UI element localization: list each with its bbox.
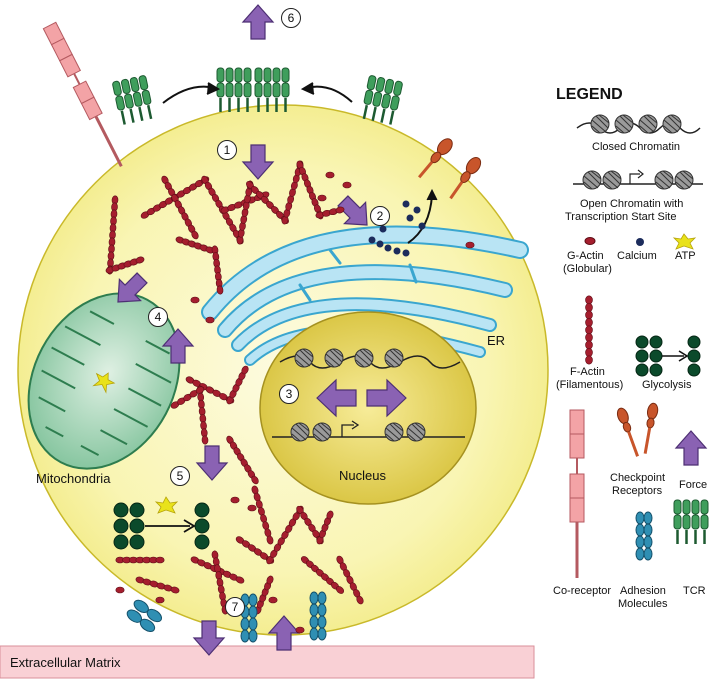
tcr-receptor-right	[359, 73, 405, 127]
g-actin-monomer	[295, 626, 305, 634]
g-actin-monomer	[155, 596, 165, 604]
chromatin-opening-arrows	[316, 378, 407, 418]
legend-open-chromatin-label-1: Open Chromatin with	[580, 198, 684, 210]
actin-bead	[335, 586, 345, 594]
step-marker-7: 7	[225, 597, 245, 617]
legend-f-actin-label-2: (Filamentous)	[556, 379, 624, 391]
checkpoint-receptors	[417, 138, 482, 200]
legend-force-label: Force	[679, 479, 708, 491]
legend-coreceptor-icon	[569, 409, 585, 578]
step-marker-5: 5	[170, 466, 190, 486]
f-actin-network	[105, 160, 475, 634]
legend-f-actin-label-1: F-Actin	[570, 366, 605, 378]
legend-atp-icon	[672, 233, 697, 250]
legend-actin-bead	[585, 295, 593, 305]
legend-actin-bead	[585, 340, 593, 350]
legend-adhesion-label-2: Molecules	[618, 598, 668, 610]
extracellular-matrix-label: Extracellular Matrix	[10, 655, 121, 670]
step-marker-1: 1	[217, 140, 237, 160]
step-marker-2: 2	[370, 206, 390, 226]
g-actin-monomer	[317, 194, 327, 202]
legend-glycolysis-icon	[635, 335, 701, 377]
step-marker-6: 6	[281, 8, 301, 28]
step-marker-3: 3	[279, 384, 299, 404]
actin-bead	[251, 475, 259, 485]
legend-g-actin-label-1: G-Actin	[567, 250, 604, 262]
actin-bead	[235, 576, 245, 584]
g-actin-monomer	[247, 504, 257, 512]
legend-adhesion-label-1: Adhesion	[620, 585, 666, 597]
legend-actin-bead	[585, 317, 593, 327]
g-actin-monomer	[115, 586, 125, 594]
open-chromatin-nucleus	[272, 420, 465, 442]
mitochondria-label: Mitochondria	[36, 471, 111, 486]
legend-title: LEGEND	[556, 86, 623, 103]
legend-actin-bead	[585, 302, 593, 312]
actin-bead	[191, 230, 199, 240]
actin-bead	[135, 256, 145, 264]
actin-bead	[241, 365, 249, 375]
legend-tcr-label: TCR	[683, 585, 706, 597]
g-actin-monomer	[465, 241, 475, 249]
clustering-arrows	[162, 82, 353, 104]
g-actin-monomer	[190, 296, 200, 304]
calcium-ions	[368, 200, 426, 257]
legend-open-chromatin-label-2: Transcription Start Site	[565, 211, 677, 223]
legend-g-actin-label-2: (Globular)	[563, 263, 612, 275]
extracellular-matrix	[0, 645, 535, 679]
coreceptor	[42, 21, 123, 167]
calcium-release-arrow	[407, 194, 433, 244]
er-label: ER	[487, 333, 506, 348]
actin-bead	[170, 586, 180, 594]
nucleus	[259, 311, 477, 505]
g-actin-monomer	[230, 496, 240, 504]
legend-checkpoint-label-1: Checkpoint	[610, 472, 666, 484]
legend-adhesion-icon	[635, 511, 653, 561]
legend-actin-bead	[585, 347, 593, 357]
actin-bead	[155, 556, 165, 564]
g-actin-monomer	[205, 316, 215, 324]
step-marker-4: 4	[148, 307, 168, 327]
legend-force-icon	[675, 430, 707, 466]
legend-open-chromatin-icon	[573, 169, 703, 190]
legend-tcr-icon	[672, 498, 710, 546]
legend-actin-bead	[585, 325, 593, 335]
tcr-receptor-left	[110, 73, 156, 127]
legend-calcium-label: Calcium	[617, 250, 657, 262]
legend-actin-bead	[585, 332, 593, 342]
legend-f-actin-icon	[585, 295, 593, 365]
actin-bead	[356, 595, 364, 605]
actin-bead	[326, 510, 334, 520]
legend-calcium-icon	[636, 238, 644, 246]
g-actin-monomer	[342, 181, 352, 189]
g-actin-monomer	[268, 596, 278, 604]
adhesion-molecule-left	[126, 599, 163, 633]
actin-bead	[216, 285, 224, 295]
legend-actin-bead	[585, 310, 593, 320]
legend-closed-chromatin-icon	[576, 114, 701, 134]
actin-bead	[266, 575, 274, 585]
legend-atp-label: ATP	[675, 250, 696, 262]
legend-glycolysis-label: Glycolysis	[642, 379, 692, 391]
g-actin-monomer	[325, 171, 335, 179]
closed-chromatin-nucleus	[279, 348, 461, 369]
actin-bead	[266, 535, 274, 545]
legend-coreceptor-label: Co-receptor	[553, 585, 612, 597]
legend-checkpoint-label-2: Receptors	[612, 485, 663, 497]
actin-bead	[195, 386, 205, 394]
force-arrow-6	[242, 4, 274, 40]
actin-bead	[201, 435, 209, 445]
legend-checkpoint-icon	[616, 402, 659, 457]
legend-closed-chromatin-label: Closed Chromatin	[592, 141, 681, 153]
legend-actin-bead	[585, 355, 593, 365]
legend-g-actin-icon	[584, 237, 596, 245]
nucleus-label: Nucleus	[339, 468, 386, 483]
mitochondria	[27, 292, 181, 470]
glycolysis-pathway	[113, 496, 210, 550]
actin-bead	[335, 206, 345, 214]
